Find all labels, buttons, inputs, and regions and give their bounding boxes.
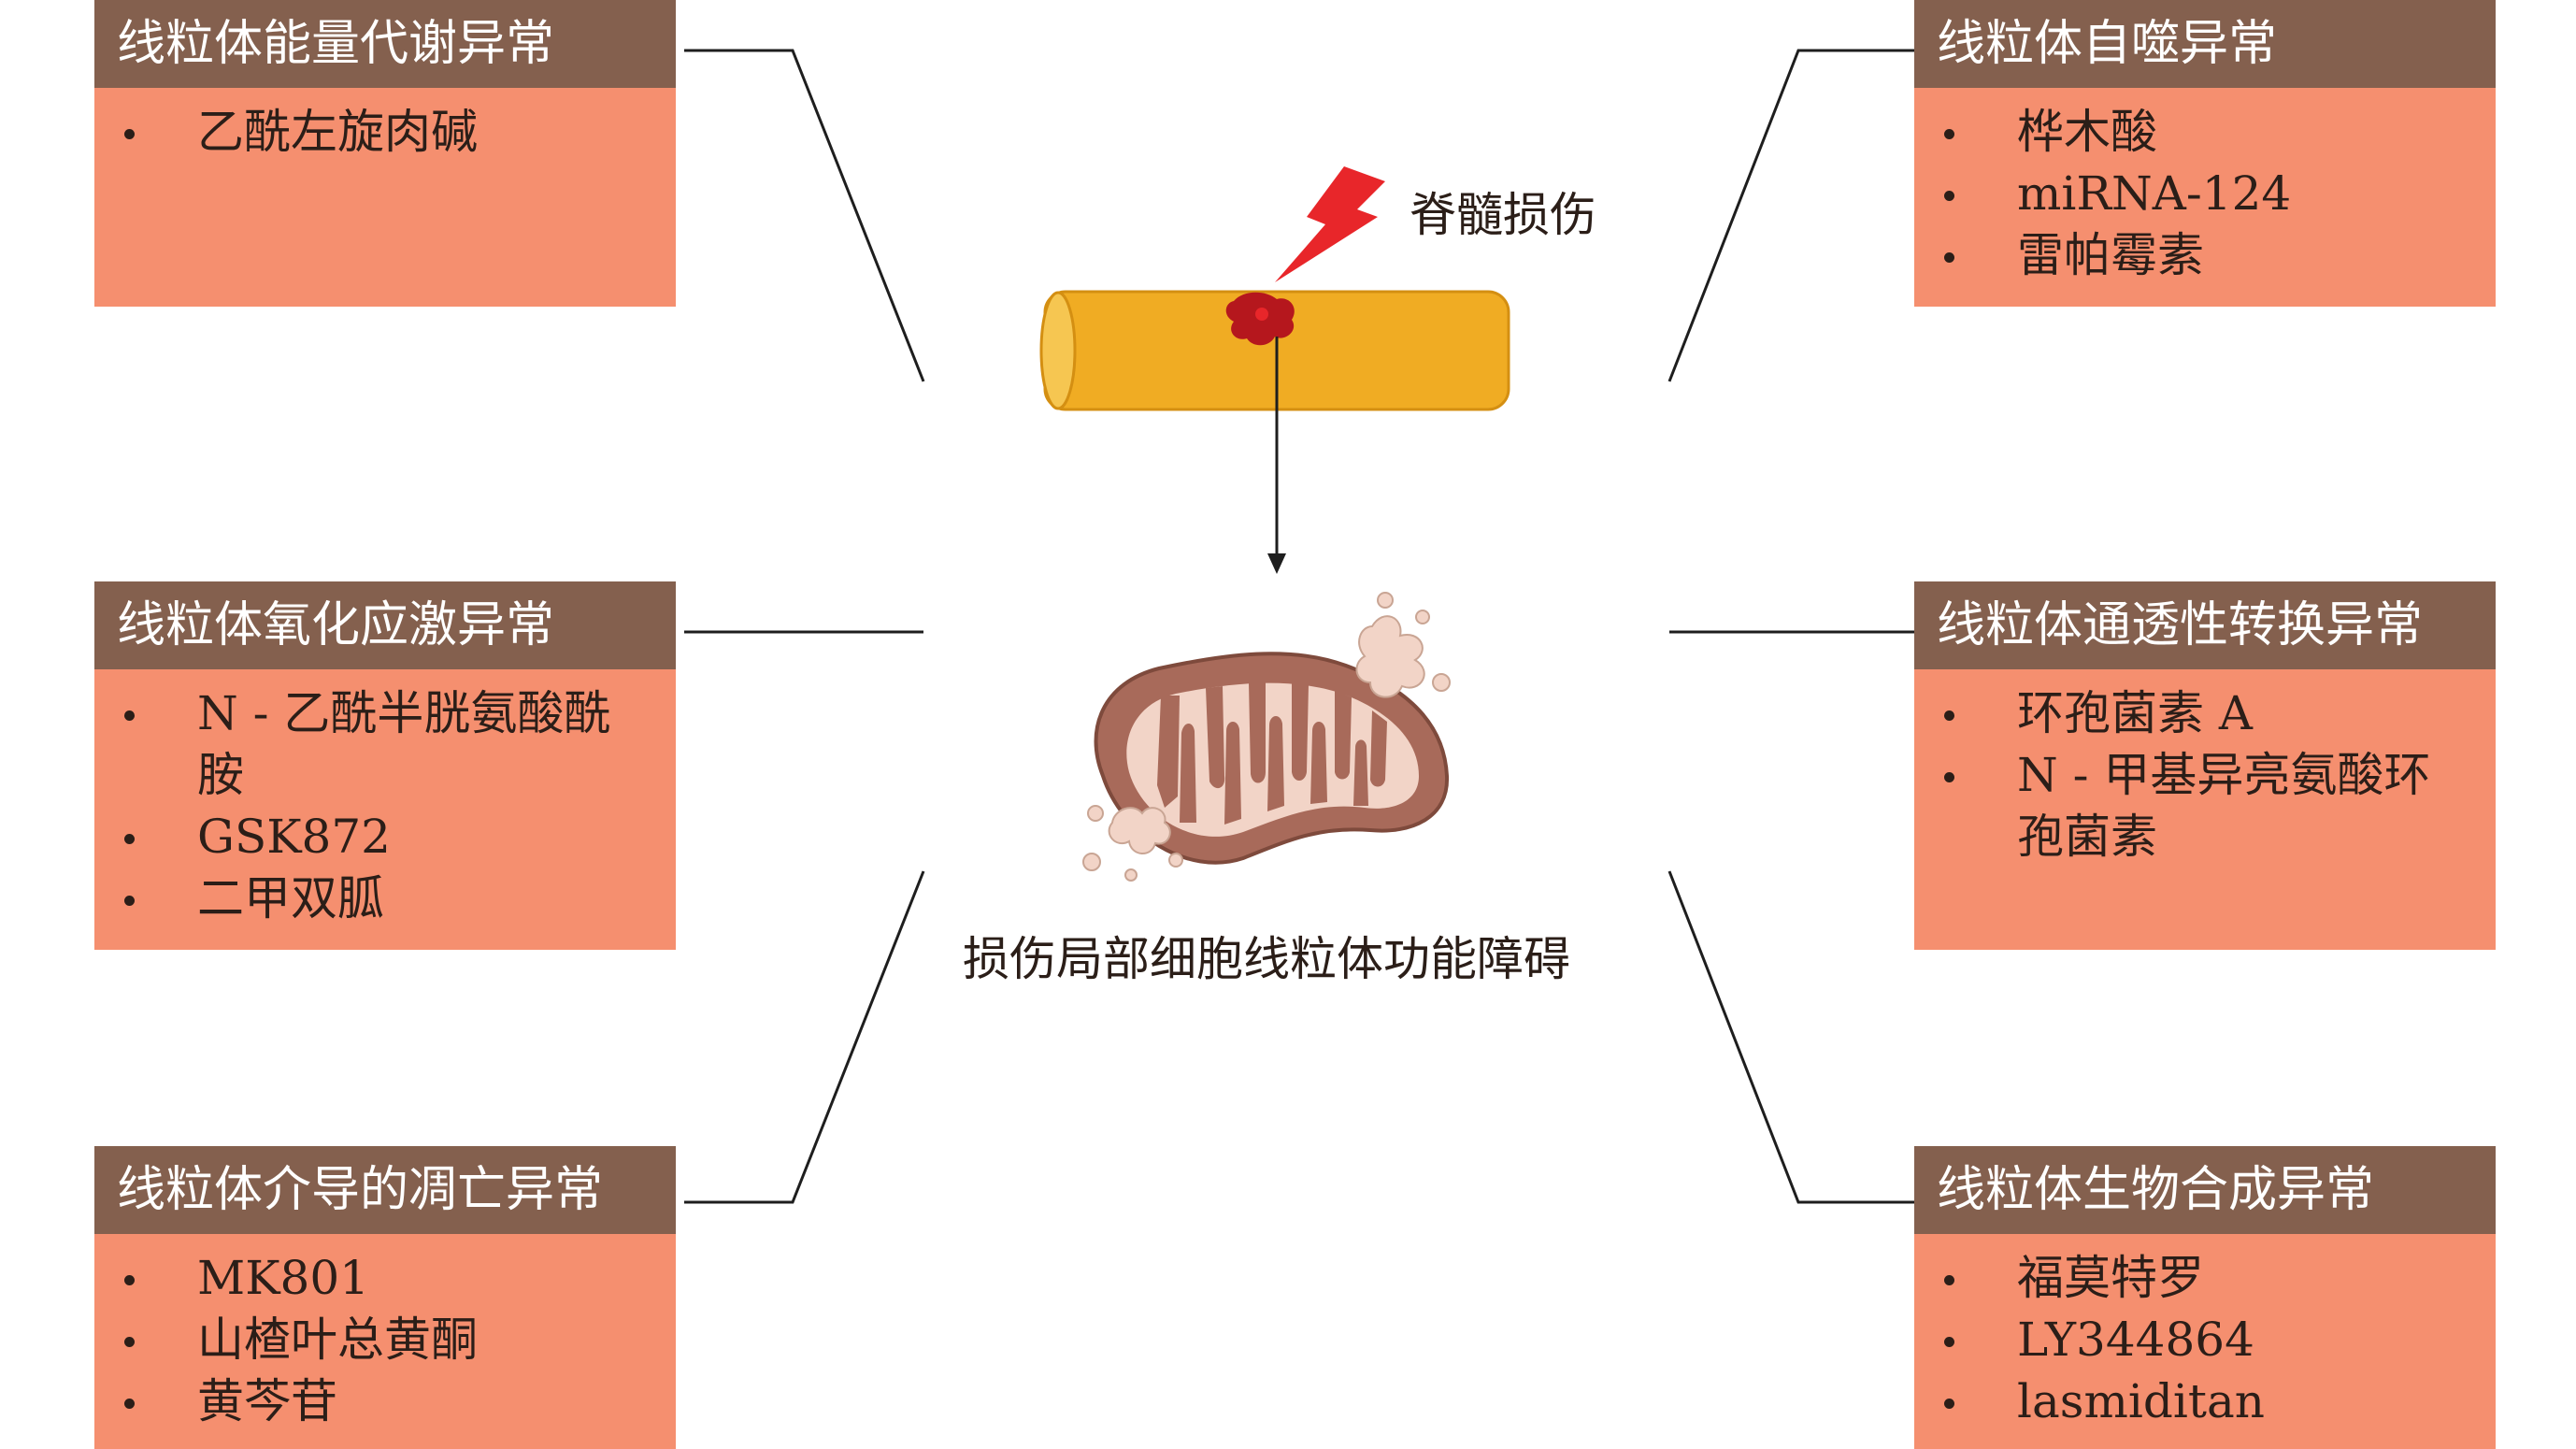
panel-title: 线粒体自噬异常: [1914, 0, 2496, 88]
panel-body: N - 乙酰半胱氨酸酰胺 GSK872 二甲双胍: [94, 669, 676, 950]
connector-apoptosis: [684, 870, 925, 1204]
list-item: N - 乙酰半胱氨酸酰胺: [122, 682, 657, 806]
down-arrow-icon: [1267, 337, 1286, 574]
panel-permeability-transition: 线粒体通透性转换异常 环孢菌素 A N - 甲基异亮氨酸环孢菌素: [1914, 581, 2496, 950]
dysfunction-label: 损伤局部细胞线粒体功能障碍: [963, 932, 1570, 986]
mitochondrion-icon: [1082, 592, 1451, 882]
panel-energy-metabolism: 线粒体能量代谢异常 乙酰左旋肉碱: [94, 0, 676, 307]
panel-body: 环孢菌素 A N - 甲基异亮氨酸环孢菌素: [1914, 669, 2496, 950]
connector-energy: [684, 49, 925, 382]
panel-body: 福莫特罗 LY344864 lasmiditan: [1914, 1234, 2496, 1449]
list-item: lasmiditan: [1942, 1370, 2477, 1432]
panel-body: MK801 山楂叶总黄酮 黄芩苷: [94, 1234, 676, 1449]
panel-title: 线粒体通透性转换异常: [1914, 581, 2496, 669]
panel-title: 线粒体介导的凋亡异常: [94, 1146, 676, 1234]
list-item: LY344864: [1942, 1309, 2477, 1370]
list-item: miRNA-124: [1942, 163, 2477, 224]
list-item: 山楂叶总黄酮: [122, 1309, 657, 1370]
list-item: N - 甲基异亮氨酸环孢菌素: [1942, 744, 2477, 868]
connector-autophagy: [1667, 49, 1914, 382]
panel-biogenesis: 线粒体生物合成异常 福莫特罗 LY344864 lasmiditan: [1914, 1146, 2496, 1449]
list-item: GSK872: [122, 806, 657, 868]
panel-body: 乙酰左旋肉碱: [94, 88, 676, 307]
list-item: 桦木酸: [1942, 101, 2477, 163]
panel-title: 线粒体氧化应激异常: [94, 581, 676, 669]
injury-label: 脊髓损伤: [1410, 188, 1596, 242]
connector-biogenesis: [1667, 870, 1914, 1204]
list-item: MK801: [122, 1247, 657, 1309]
panel-title: 线粒体生物合成异常: [1914, 1146, 2496, 1234]
list-item: 乙酰左旋肉碱: [122, 101, 657, 163]
panel-apoptosis: 线粒体介导的凋亡异常 MK801 山楂叶总黄酮 黄芩苷: [94, 1146, 676, 1449]
list-item: 二甲双胍: [122, 868, 657, 929]
list-item: 福莫特罗: [1942, 1247, 2477, 1309]
panel-oxidative-stress: 线粒体氧化应激异常 N - 乙酰半胱氨酸酰胺 GSK872 二甲双胍: [94, 581, 676, 950]
list-item: 黄芩苷: [122, 1370, 657, 1432]
panel-body: 桦木酸 miRNA-124 雷帕霉素: [1914, 88, 2496, 307]
panel-mitophagy: 线粒体自噬异常 桦木酸 miRNA-124 雷帕霉素: [1914, 0, 2496, 307]
lightning-bolt-icon: [1275, 166, 1385, 282]
list-item: 环孢菌素 A: [1942, 682, 2477, 744]
panel-title: 线粒体能量代谢异常: [94, 0, 676, 88]
list-item: 雷帕霉素: [1942, 224, 2477, 286]
